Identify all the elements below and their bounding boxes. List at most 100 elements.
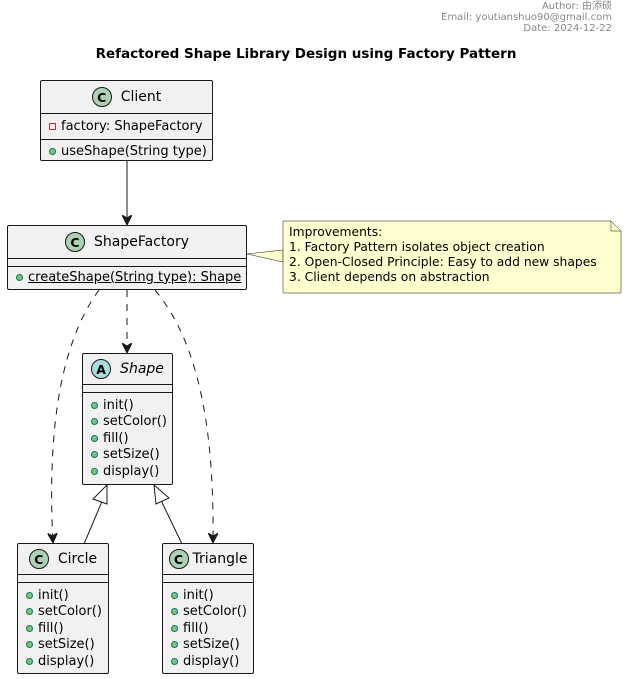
method-display: display() bbox=[183, 653, 240, 669]
note-line-1: 1. Factory Pattern isolates object creat… bbox=[289, 240, 545, 254]
method-row: display() bbox=[91, 463, 172, 480]
class-shapefactory-header: C ShapeFactory bbox=[8, 226, 246, 259]
class-circle-fields bbox=[18, 575, 108, 583]
class-shapefactory[interactable]: C ShapeFactory createShape(String type):… bbox=[7, 225, 247, 290]
class-circle[interactable]: C Circle init() setColor() fill() setSiz… bbox=[17, 543, 109, 674]
public-visibility-icon bbox=[26, 608, 33, 616]
class-shape-header: A Shape bbox=[83, 354, 172, 385]
note-heading: Improvements: bbox=[289, 225, 383, 239]
class-circle-name: Circle bbox=[57, 551, 98, 567]
method-row: fill() bbox=[171, 620, 253, 637]
method-setsize: setSize() bbox=[183, 637, 240, 653]
note-shape bbox=[282, 220, 622, 294]
class-shapefactory-fields bbox=[8, 259, 246, 267]
method-init: init() bbox=[103, 397, 134, 413]
class-shape-methods: init() setColor() fill() setSize() displ… bbox=[83, 393, 172, 484]
class-stereotype-icon: C bbox=[168, 549, 189, 569]
diagram-header: Author: 由添硕 Email: youtianshuo90@gmail.c… bbox=[441, 1, 612, 34]
method-display: display() bbox=[38, 653, 95, 669]
public-visibility-icon bbox=[16, 273, 23, 281]
method-fill: fill() bbox=[38, 620, 64, 636]
method-init: init() bbox=[183, 587, 214, 603]
method-fill: fill() bbox=[183, 620, 209, 636]
class-circle-header: C Circle bbox=[18, 544, 108, 575]
public-visibility-icon bbox=[91, 467, 98, 475]
note-line-2: 2. Open-Closed Principle: Easy to add ne… bbox=[289, 255, 597, 269]
date-text: Date: 2024-12-22 bbox=[523, 23, 612, 34]
method-createshape: createShape(String type): Shape bbox=[28, 269, 242, 285]
method-row: init() bbox=[171, 587, 253, 604]
class-stereotype-icon: C bbox=[28, 549, 49, 569]
method-row: setColor() bbox=[91, 414, 172, 431]
method-setsize: setSize() bbox=[38, 637, 95, 653]
class-client-fields: factory: ShapeFactory bbox=[41, 114, 212, 140]
class-triangle-name: Triangle bbox=[192, 551, 248, 567]
class-client-header: C Client bbox=[41, 81, 212, 114]
public-visibility-icon bbox=[91, 401, 98, 409]
class-shape[interactable]: A Shape init() setColor() fill() setSize… bbox=[82, 353, 173, 485]
method-fill: fill() bbox=[103, 430, 129, 446]
public-visibility-icon bbox=[91, 451, 98, 459]
class-stereotype-icon: C bbox=[65, 232, 85, 252]
method-row: display() bbox=[171, 653, 253, 670]
public-visibility-icon bbox=[26, 657, 33, 665]
method-init: init() bbox=[38, 587, 69, 603]
public-visibility-icon bbox=[26, 624, 33, 632]
method-row: setColor() bbox=[26, 604, 108, 621]
private-visibility-icon bbox=[49, 122, 56, 130]
method-row: createShape(String type): Shape bbox=[16, 269, 246, 286]
field-factory: factory: ShapeFactory bbox=[61, 118, 203, 134]
class-shape-fields bbox=[83, 385, 172, 393]
class-triangle-header: C Triangle bbox=[163, 544, 253, 575]
method-row: init() bbox=[91, 397, 172, 414]
note-fold bbox=[610, 221, 621, 232]
method-row: setColor() bbox=[171, 604, 253, 621]
method-row: setSize() bbox=[91, 447, 172, 464]
public-visibility-icon bbox=[171, 591, 178, 599]
edge-factory-to-triangle bbox=[154, 289, 213, 543]
edge-factory-to-circle bbox=[52, 289, 100, 543]
public-visibility-icon bbox=[91, 434, 98, 442]
class-client[interactable]: C Client factory: ShapeFactory useShape(… bbox=[40, 80, 213, 161]
class-client-name: Client bbox=[120, 89, 162, 105]
method-setsize: setSize() bbox=[103, 447, 160, 463]
note-connector bbox=[246, 249, 284, 263]
public-visibility-icon bbox=[49, 148, 56, 156]
class-shapefactory-methods: createShape(String type): Shape bbox=[8, 267, 246, 290]
class-stereotype-icon: C bbox=[91, 87, 112, 107]
method-setcolor: setColor() bbox=[183, 604, 247, 620]
method-row: display() bbox=[26, 653, 108, 670]
class-shape-name: Shape bbox=[120, 361, 164, 377]
method-setcolor: setColor() bbox=[103, 414, 167, 430]
improvements-note: Improvements: 1. Factory Pattern isolate… bbox=[283, 221, 621, 293]
class-client-methods: useShape(String type) bbox=[41, 140, 212, 165]
public-visibility-icon bbox=[171, 657, 178, 665]
method-row: init() bbox=[26, 587, 108, 604]
public-visibility-icon bbox=[91, 418, 98, 426]
email-text: Email: youtianshuo90@gmail.com bbox=[441, 12, 612, 23]
public-visibility-icon bbox=[171, 608, 178, 616]
class-triangle[interactable]: C Triangle init() setColor() fill() setS… bbox=[162, 543, 254, 674]
inheritance-triangle-circle bbox=[92, 483, 108, 505]
note-line-3: 3. Client depends on abstraction bbox=[289, 270, 490, 284]
diagram-title: Refactored Shape Library Design using Fa… bbox=[95, 46, 517, 62]
abstract-stereotype-icon: A bbox=[91, 359, 112, 379]
class-circle-methods: init() setColor() fill() setSize() displ… bbox=[18, 583, 108, 674]
class-triangle-fields bbox=[163, 575, 253, 583]
method-row: useShape(String type) bbox=[49, 144, 212, 161]
public-visibility-icon bbox=[171, 641, 178, 649]
method-setcolor: setColor() bbox=[38, 604, 102, 620]
class-shapefactory-name: ShapeFactory bbox=[94, 234, 189, 250]
inheritance-triangle-triangle bbox=[153, 483, 170, 505]
field-row: factory: ShapeFactory bbox=[49, 118, 212, 135]
method-row: fill() bbox=[26, 620, 108, 637]
author-text: Author: 由添硕 bbox=[541, 1, 612, 12]
method-row: setSize() bbox=[26, 637, 108, 654]
method-row: fill() bbox=[91, 430, 172, 447]
class-triangle-methods: init() setColor() fill() setSize() displ… bbox=[163, 583, 253, 674]
public-visibility-icon bbox=[26, 591, 33, 599]
public-visibility-icon bbox=[26, 641, 33, 649]
public-visibility-icon bbox=[171, 624, 178, 632]
